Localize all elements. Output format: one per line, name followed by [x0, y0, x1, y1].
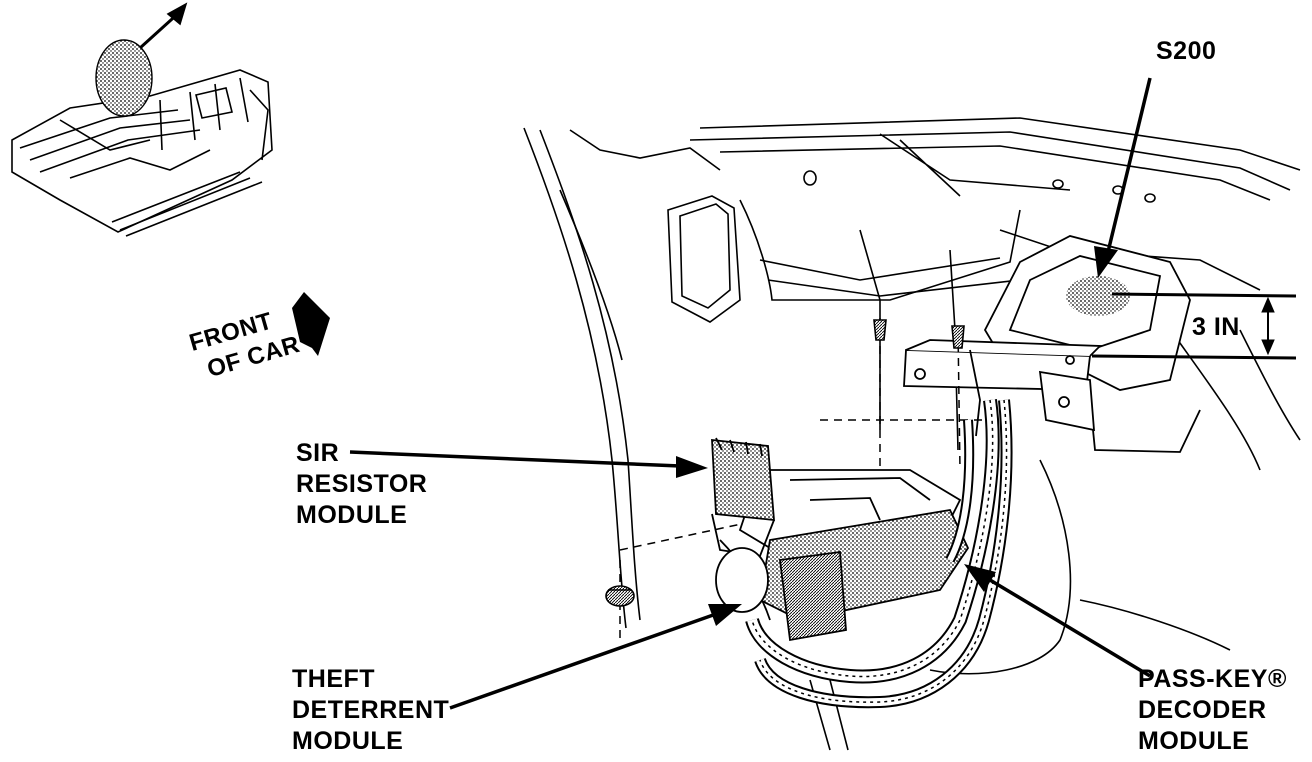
front-of-car-arrow-icon — [292, 292, 330, 356]
s200-label: S200 — [1156, 37, 1217, 65]
sir-resistor-line-1: SIR — [296, 439, 340, 467]
wiring-harness — [745, 399, 1013, 709]
theft-deterrent-line-3: MODULE — [292, 727, 404, 755]
s200-leader-arrow — [1094, 77, 1152, 278]
sir-resistor-leader-arrow — [349, 450, 708, 478]
sir-resistor-module-label: SIR RESISTOR MODULE — [296, 438, 427, 531]
theft-deterrent-leader-arrow — [449, 604, 742, 710]
mounting-dashed-lines — [619, 318, 1000, 640]
mounting-studs — [605, 319, 965, 607]
theft-deterrent-line-1: THEFT — [292, 665, 376, 693]
theft-deterrent-line-2: DETERRENT — [292, 696, 450, 724]
pass-key-line-3: MODULE — [1138, 727, 1250, 755]
sir-resistor-line-2: RESISTOR — [296, 470, 428, 498]
locator-inset — [11, 2, 273, 237]
dimension-marker — [1091, 292, 1297, 360]
sir-resistor-line-3: MODULE — [296, 501, 408, 529]
vehicle-body-linework — [523, 117, 1301, 751]
pass-key-line-2: DECODER — [1138, 696, 1267, 724]
pass-key-line-1: PASS-KEY® — [1138, 665, 1287, 693]
dimension-label: 3 IN — [1192, 313, 1240, 341]
module-assembly — [711, 437, 970, 642]
theft-deterrent-module-label: THEFT DETERRENT MODULE — [292, 664, 449, 757]
pass-key-leader-arrow — [964, 564, 1151, 678]
pass-key-decoder-module-label: PASS-KEY® DECODER MODULE — [1138, 664, 1287, 757]
